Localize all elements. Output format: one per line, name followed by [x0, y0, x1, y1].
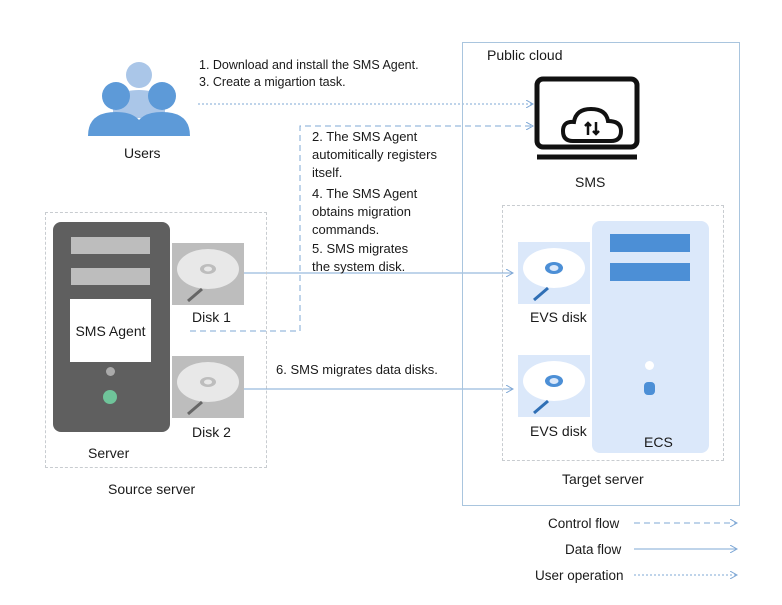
step-2-line-2: automitically registers: [312, 147, 437, 162]
step-3-text: 3. Create a migartion task.: [199, 75, 346, 89]
source-server: SMS Agent: [53, 222, 170, 432]
ecs-bay-2: [610, 263, 690, 281]
sms-monitor-cloud-icon: [534, 76, 640, 160]
public-cloud-title: Public cloud: [487, 47, 563, 63]
users-icon: [88, 62, 190, 136]
power-led-icon: [103, 390, 117, 404]
ecs-server: [592, 221, 709, 453]
server-bay-1: [71, 237, 150, 254]
server-bay-2: [71, 268, 150, 285]
step-4-line-3: commands.: [312, 222, 380, 237]
legend-data-label: Data flow: [565, 542, 622, 557]
step-1-text: 1. Download and install the SMS Agent.: [199, 58, 419, 72]
public-cloud-box: [462, 42, 740, 506]
source-server-title: Source server: [108, 481, 196, 497]
users-label: Users: [124, 145, 161, 161]
target-server-box: [502, 205, 724, 461]
step-5-line-2: the system disk.: [312, 259, 406, 274]
step-4-line-1: 4. The SMS Agent: [312, 186, 418, 201]
disk-1-label: Disk 1: [192, 309, 231, 325]
legend-user-label: User operation: [535, 568, 624, 583]
legend-control-label: Control flow: [548, 516, 620, 531]
disk-2-icon: [172, 356, 244, 418]
step-2-line-3: itself.: [312, 165, 343, 180]
step-6-text: 6. SMS migrates data disks.: [276, 362, 438, 377]
step-5-line-1: 5. SMS migrates: [312, 241, 409, 256]
disk-2-label: Disk 2: [192, 424, 231, 440]
ecs-label: ECS: [644, 434, 673, 450]
evs-disk-2-label: EVS disk: [530, 423, 587, 439]
ecs-bay-1: [610, 234, 690, 252]
target-server-title: Target server: [562, 471, 644, 487]
evs-disk-1-label: EVS disk: [530, 309, 587, 325]
evs-disk-2-icon: [518, 355, 590, 417]
sms-agent-box: SMS Agent: [70, 299, 151, 362]
server-indicator-icon: [106, 367, 115, 376]
disk-1-icon: [172, 243, 244, 305]
source-server-box: [45, 212, 267, 468]
evs-disk-1-icon: [518, 242, 590, 304]
sms-label: SMS: [575, 174, 606, 190]
step-4-line-2: obtains migration: [312, 204, 411, 219]
ecs-power-icon: [644, 382, 655, 395]
server-label: Server: [88, 445, 130, 461]
ecs-indicator-icon: [645, 361, 654, 370]
control-flow-line: [190, 126, 533, 332]
step-2-line-1: 2. The SMS Agent: [312, 129, 418, 144]
